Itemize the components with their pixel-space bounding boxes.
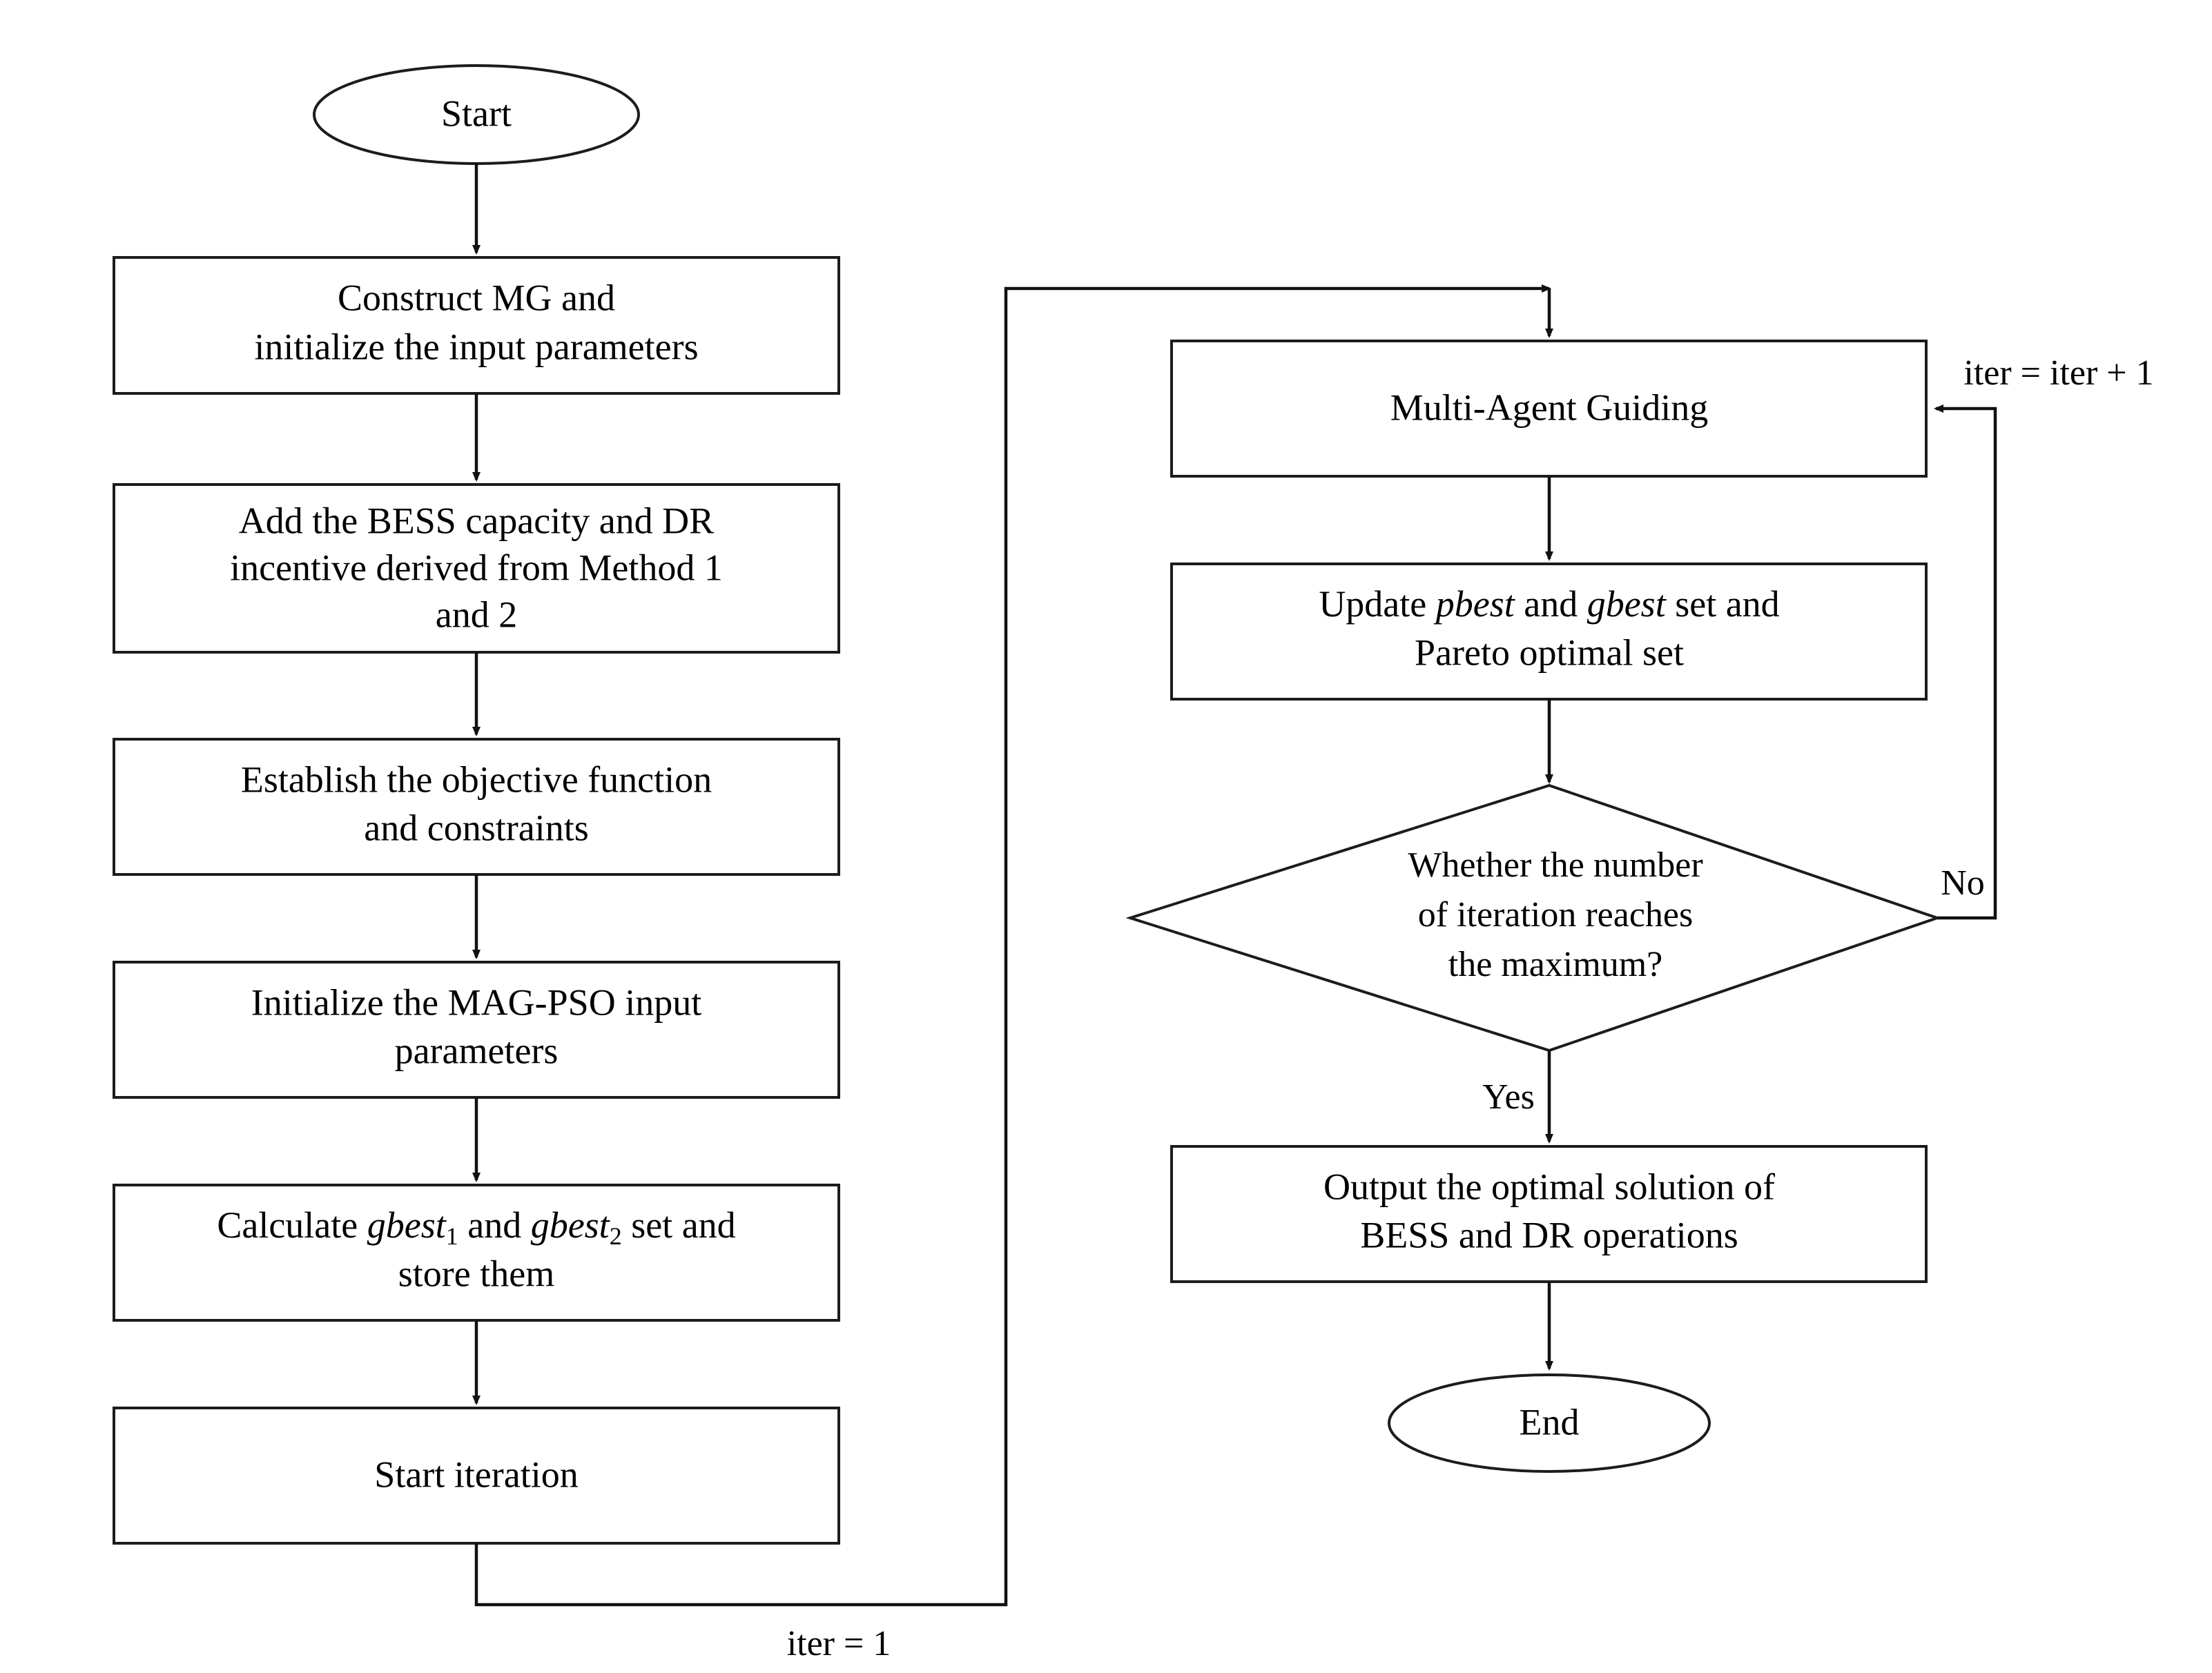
update-term1: pbest	[1433, 583, 1516, 625]
edge-label-no: No	[1941, 863, 1985, 903]
decision-line2: of iteration reaches	[1418, 895, 1693, 935]
end-oval-shape	[1388, 1373, 1711, 1473]
calc-gbest-mid: and	[458, 1204, 531, 1246]
establish-objective-box-shape	[113, 738, 840, 876]
update-pbest-gbest-box-shape	[1170, 562, 1928, 701]
node-start[interactable]: Start	[313, 64, 640, 165]
decision-line3: the maximum?	[1448, 945, 1662, 984]
node-end-label: End	[1520, 1401, 1580, 1442]
establish-objective-line1: Establish the objective function	[241, 759, 712, 800]
update-pbest-line1: Update pbest and gbest set and	[1319, 583, 1779, 625]
node-start-label: Start	[441, 92, 512, 134]
add-bess-line2: incentive derived from Method 1	[230, 547, 723, 588]
node-add-bess[interactable]: Add the BESS capacity and DR incentive d…	[113, 483, 840, 654]
output-solution-line2: BESS and DR operations	[1360, 1214, 1738, 1255]
edge-startiter-to-multiagent	[474, 284, 1551, 1607]
edge-label-iter-init: iter = 1	[787, 1624, 891, 1663]
construct-mg-line2: initialize the input parameters	[254, 326, 698, 367]
calc-gbest-term2: gbest	[531, 1204, 611, 1246]
update-pre: Update	[1319, 583, 1435, 625]
update-mid: and	[1515, 583, 1587, 625]
output-solution-box-shape	[1170, 1145, 1928, 1283]
init-magpso-line2: parameters	[395, 1030, 559, 1071]
edge-decision-no-loop	[1934, 404, 1997, 920]
calc-gbest-term1: gbest	[367, 1204, 447, 1246]
node-update-pbest-gbest[interactable]: Update pbest and gbest set and Pareto op…	[1170, 562, 1928, 701]
node-multi-agent-guiding[interactable]: Multi-Agent Guiding	[1170, 340, 1928, 478]
node-init-magpso[interactable]: Initialize the MAG-PSO input parameters	[113, 961, 840, 1099]
node-establish-objective[interactable]: Establish the objective function and con…	[113, 738, 840, 876]
node-construct-mg[interactable]: Construct MG and initialize the input pa…	[113, 256, 840, 395]
calculate-gbest-line2: store them	[398, 1253, 554, 1294]
init-magpso-box-shape	[113, 961, 840, 1099]
update-term2: gbest	[1587, 583, 1667, 625]
init-magpso-line1: Initialize the MAG-PSO input	[251, 981, 701, 1023]
update-pbest-line2: Pareto optimal set	[1415, 632, 1684, 673]
node-decision-max-iter[interactable]: Whether the number of iteration reaches …	[1125, 783, 1942, 1053]
add-bess-line3: and 2	[436, 594, 517, 635]
calc-gbest-sub2: 2	[610, 1222, 622, 1250]
calc-gbest-pre: Calculate	[217, 1204, 367, 1246]
decision-line1: Whether the number	[1408, 845, 1702, 885]
start-iteration-box-shape	[113, 1407, 840, 1545]
edge-label-iter-increment: iter = iter + 1	[1963, 353, 2153, 393]
calc-gbest-sub1: 1	[446, 1222, 458, 1250]
establish-objective-line2: and constraints	[364, 807, 588, 848]
output-solution-line1: Output the optimal solution of	[1323, 1166, 1775, 1207]
edge-label-yes: Yes	[1482, 1077, 1535, 1117]
node-calculate-gbest[interactable]: Calculate gbest1 and gbest2 set and stor…	[113, 1184, 840, 1322]
add-bess-line1: Add the BESS capacity and DR	[239, 500, 714, 541]
multi-agent-guiding-label: Multi-Agent Guiding	[1390, 387, 1708, 428]
start-iteration-label: Start iteration	[374, 1454, 578, 1495]
node-end[interactable]: End	[1388, 1373, 1711, 1473]
calculate-gbest-line1: Calculate gbest1 and gbest2 set and	[217, 1204, 735, 1250]
update-post: set and	[1666, 583, 1780, 625]
construct-mg-line1: Construct MG and	[338, 277, 615, 318]
calculate-gbest-box-shape	[113, 1184, 840, 1322]
calc-gbest-post: set and	[622, 1204, 736, 1246]
node-start-iteration[interactable]: Start iteration	[113, 1407, 840, 1545]
multi-agent-guiding-box-shape	[1170, 340, 1928, 478]
construct-mg-box-shape	[113, 256, 840, 395]
node-output-solution[interactable]: Output the optimal solution of BESS and …	[1170, 1145, 1928, 1283]
